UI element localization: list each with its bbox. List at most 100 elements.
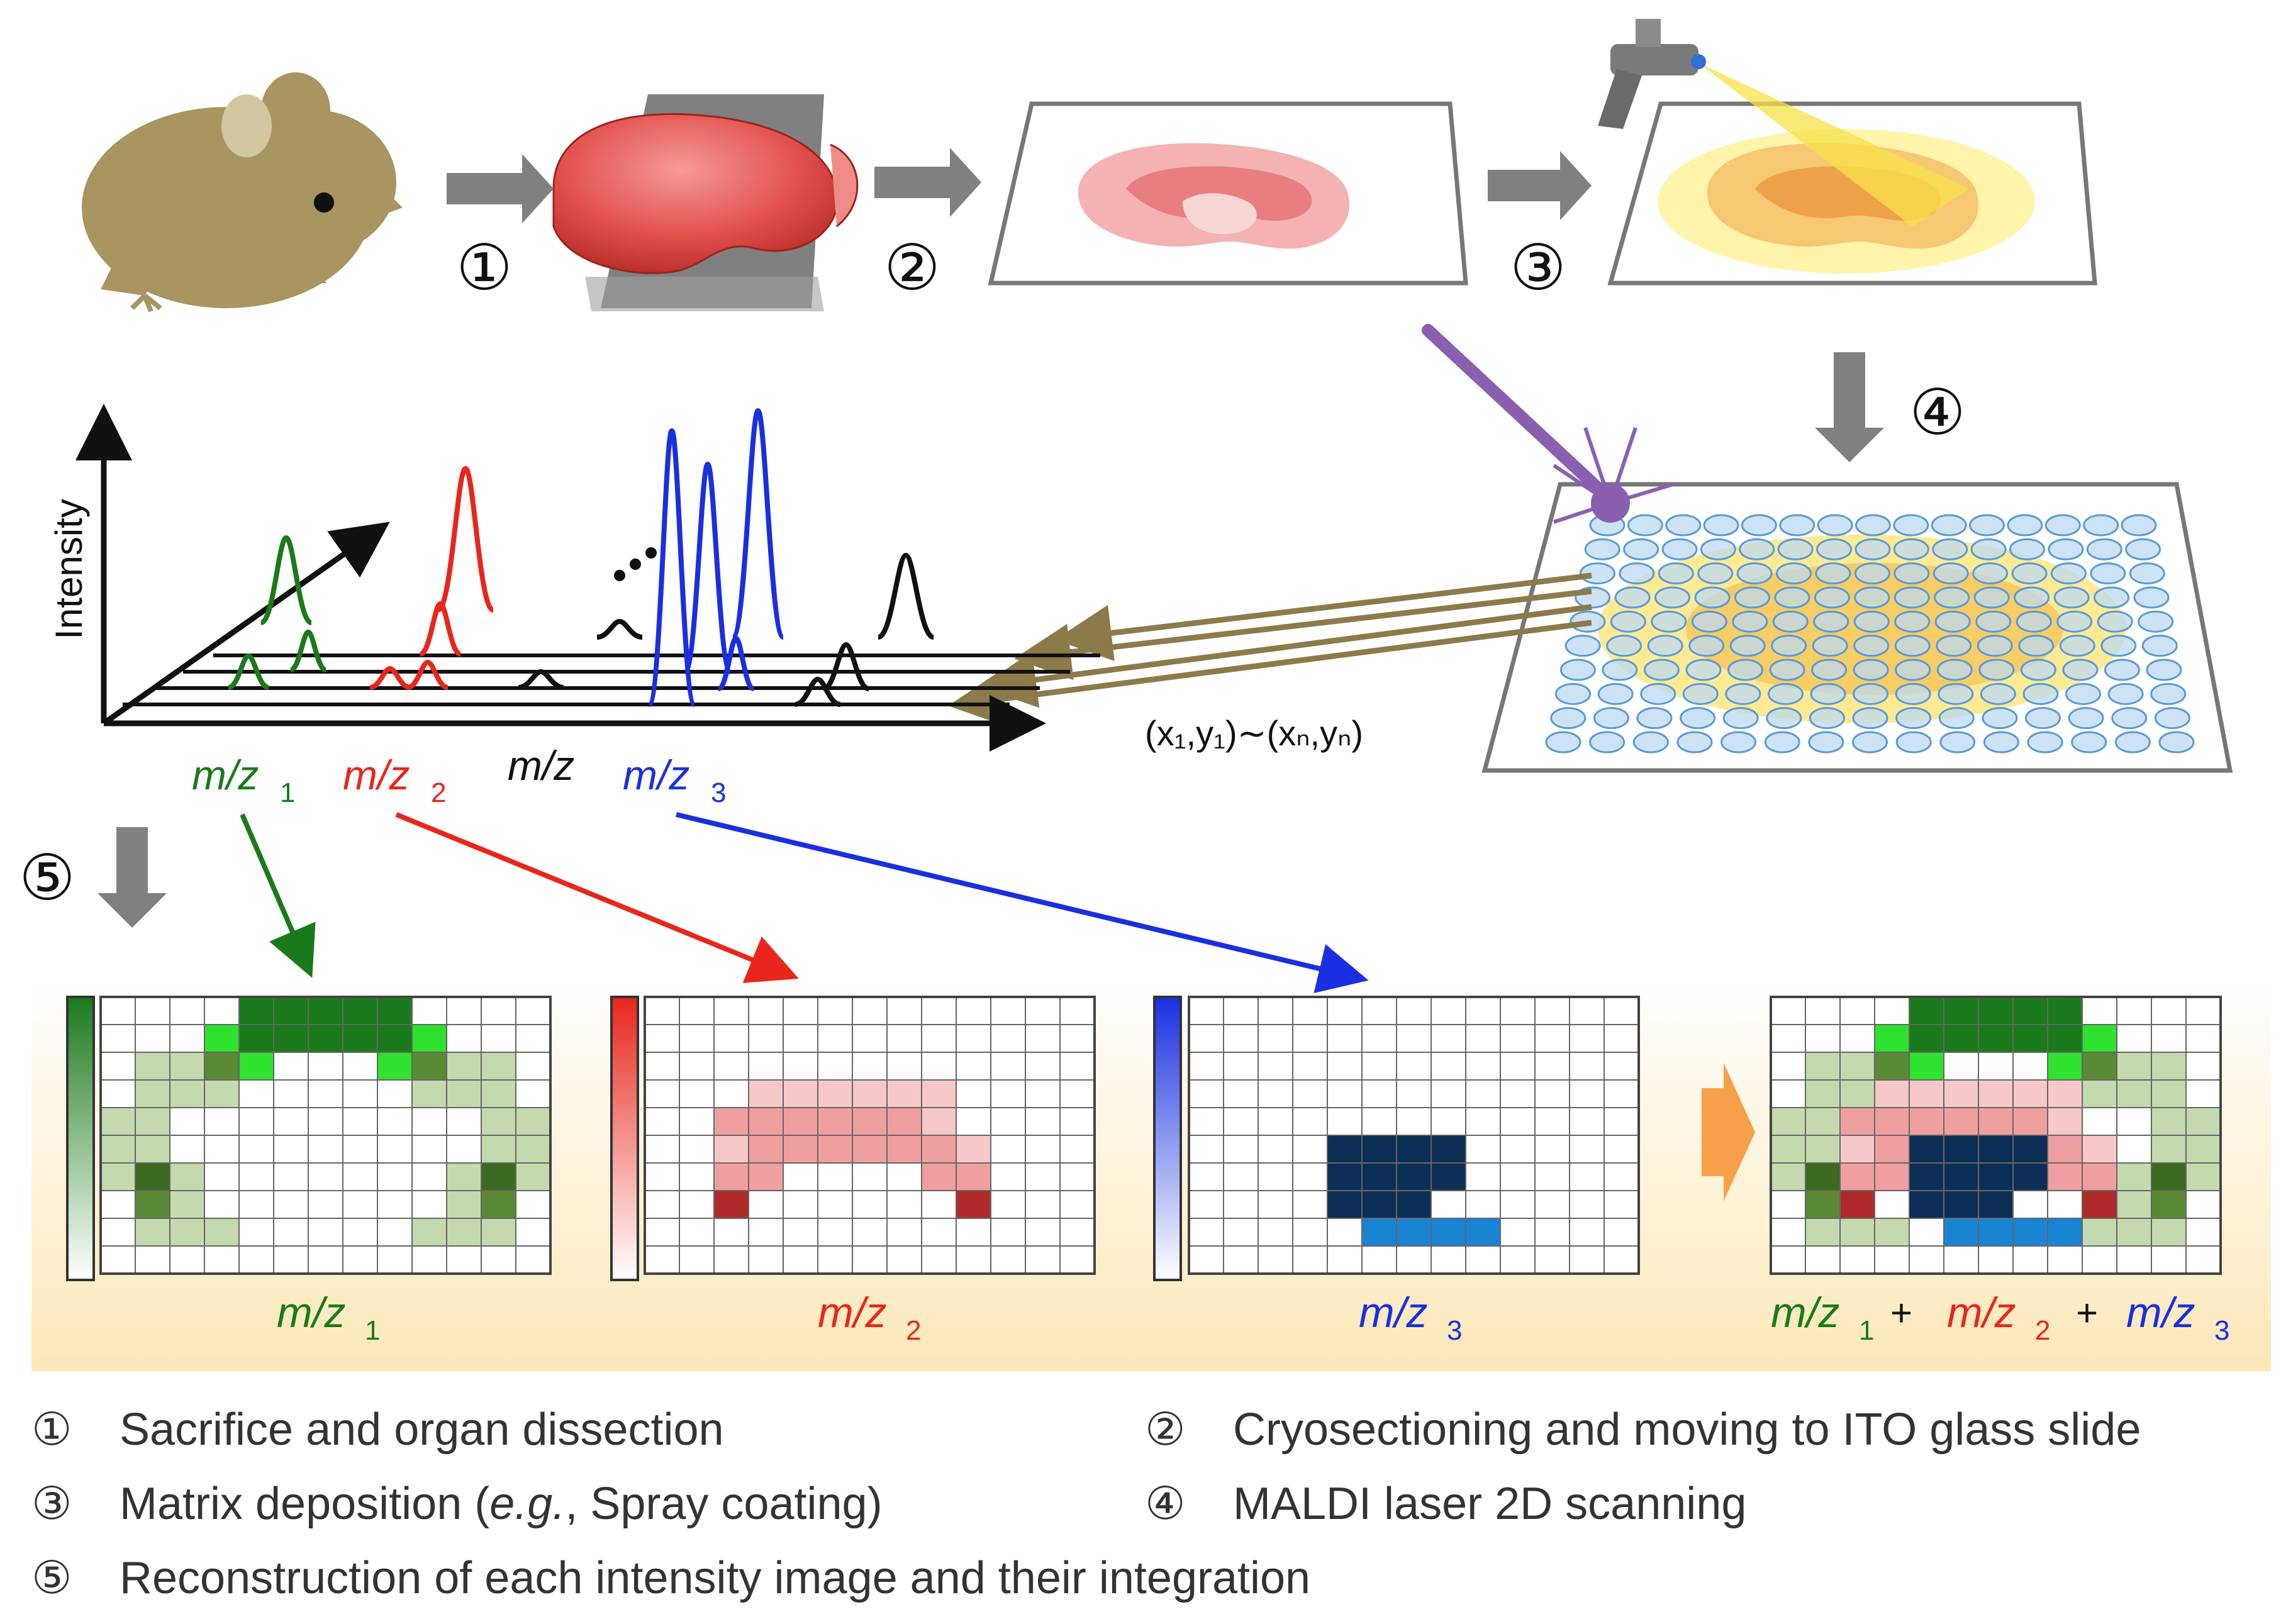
- pixel-cell: [1603, 1079, 1639, 1108]
- pixel-cell: [135, 1107, 170, 1136]
- pixel-cell: [411, 1162, 447, 1191]
- sampling-spot: [2044, 514, 2081, 537]
- pixel-cell: [990, 1190, 1026, 1219]
- sampling-spot: [1627, 514, 1663, 537]
- pixel-cell: [1465, 1024, 1501, 1053]
- pixel-cell: [1292, 1052, 1328, 1081]
- pixel-cell: [2047, 1052, 2083, 1081]
- pixel-cell: [481, 1218, 516, 1247]
- svg-text:1: 1: [365, 1315, 380, 1346]
- pixel-cell: [1603, 1107, 1639, 1136]
- pixel-cell: [644, 1190, 680, 1219]
- sampling-spot: [1643, 659, 1680, 681]
- sampling-spot: [2018, 635, 2055, 657]
- pixel-cell: [1569, 1218, 1605, 1247]
- pixel-cell: [1943, 1218, 1979, 1247]
- sampling-spot: [1727, 659, 1764, 681]
- pixel-cell: [273, 1024, 309, 1053]
- pixel-cell: [2116, 1218, 2152, 1247]
- pixel-cell: [956, 1079, 991, 1108]
- pixel-cell: [100, 996, 136, 1025]
- pixel-cell: [1909, 1079, 1944, 1108]
- sampling-spot: [2121, 514, 2157, 537]
- pixel-cell: [169, 1107, 205, 1136]
- pixel-cell: [679, 1190, 715, 1219]
- pixel-cell: [342, 1190, 378, 1219]
- mass-spectra-plot: [75, 404, 1100, 752]
- sampling-spot: [1893, 538, 1929, 560]
- pixel-cell: [481, 1079, 516, 1108]
- sampling-spot: [2014, 586, 2050, 609]
- mz3-label: m/z 3: [623, 752, 726, 808]
- sampling-spot: [1682, 682, 1719, 705]
- spectrum-peak: [518, 669, 564, 690]
- pixel-cell: [377, 1190, 413, 1219]
- data-transfer-arrows: [948, 572, 1592, 727]
- sampling-spot: [1970, 538, 2007, 560]
- pixel-cell: [956, 1218, 991, 1247]
- sampling-spot: [2059, 635, 2095, 657]
- heatmap-merged: [1770, 996, 2222, 1275]
- pixel-cell: [852, 1107, 888, 1136]
- pixel-cell: [1223, 1190, 1259, 1219]
- legend-num: ③: [31, 1479, 72, 1529]
- sampling-spot: [1893, 514, 1929, 537]
- sampling-spot: [1972, 562, 2009, 585]
- pixel-cell: [1396, 1024, 1432, 1053]
- sampling-spot: [2011, 562, 2048, 585]
- pixel-cell: [2185, 1245, 2221, 1274]
- pixel-cell: [308, 1079, 343, 1108]
- pixel-cell: [273, 996, 309, 1025]
- sampling-spot: [1853, 682, 1889, 705]
- pixel-cell: [2185, 1024, 2221, 1053]
- pixel-cell: [1465, 1052, 1501, 1081]
- pixel-cell: [1874, 1135, 1910, 1164]
- pixel-cell: [852, 1190, 888, 1219]
- pixel-cell: [1188, 1024, 1224, 1053]
- pixel-cell: [852, 1218, 888, 1247]
- pixel-cell: [2185, 1218, 2221, 1247]
- intensity-axis-label: Intensity: [48, 499, 90, 639]
- sampling-spot: [1969, 514, 2005, 537]
- pixel-cell: [135, 1190, 170, 1219]
- sampling-spot: [2090, 562, 2126, 585]
- coordinates-label: (x₁,y₁)∼(xₙ,yₙ): [1145, 713, 1363, 753]
- pixel-cell: [1465, 1079, 1501, 1108]
- sampling-spot: [1939, 731, 1976, 754]
- pixel-cell: [1839, 1245, 1875, 1274]
- pixel-cell: [921, 1135, 957, 1164]
- pixel-cell: [446, 1218, 482, 1247]
- sampling-spot: [1855, 514, 1891, 537]
- pixel-cell: [446, 1107, 482, 1136]
- sampling-spot: [1767, 682, 1804, 705]
- sampling-spot: [2125, 538, 2161, 560]
- pixel-cell: [1909, 996, 1944, 1025]
- pixel-cell: [1292, 1218, 1328, 1247]
- pixel-cell: [679, 1245, 715, 1274]
- pixel-cell: [2116, 1245, 2152, 1274]
- pixel-cell: [1361, 1245, 1397, 1274]
- pixel-cell: [679, 1024, 715, 1053]
- step-5-label: ⑤: [19, 843, 75, 913]
- sampling-spot: [2009, 538, 2045, 560]
- pixel-cell: [1500, 1190, 1536, 1219]
- pixel-cell: [783, 1218, 818, 1247]
- pixel-cell: [135, 1218, 170, 1247]
- pixel-cell: [783, 996, 818, 1025]
- pixel-cell: [515, 996, 551, 1025]
- pixel-cell: [2185, 1162, 2221, 1191]
- pixel-cell: [1500, 1245, 1536, 1274]
- pixel-cell: [515, 1024, 551, 1053]
- pixel-cell: [1909, 1245, 1944, 1274]
- pixel-cell: [2116, 996, 2152, 1025]
- pixel-cell: [481, 1190, 516, 1219]
- pixel-cell: [2116, 1162, 2152, 1191]
- pixel-cell: [238, 1245, 274, 1274]
- pixel-cell: [886, 1190, 922, 1219]
- pixel-cell: [956, 1245, 991, 1274]
- pixel-cell: [100, 1218, 136, 1247]
- pixel-cell: [783, 1135, 818, 1164]
- pixel-cell: [308, 1024, 343, 1053]
- svg-text:m/z: m/z: [1947, 1289, 2016, 1337]
- pixel-cell: [783, 1079, 818, 1108]
